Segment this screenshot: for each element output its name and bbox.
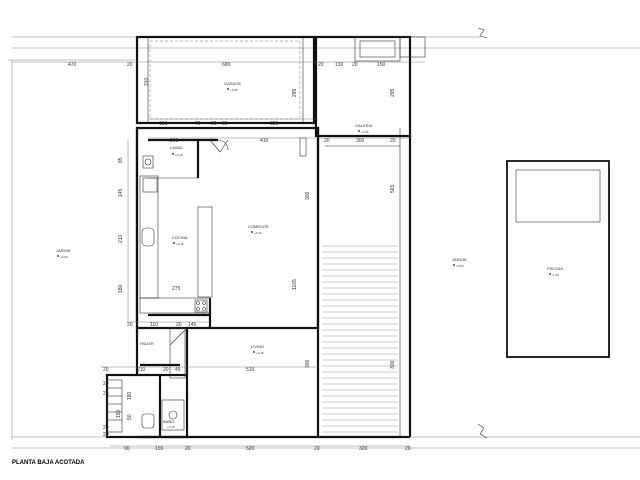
dim-190: 190 — [159, 121, 168, 127]
dim-20c: 20 — [352, 62, 358, 68]
level-cocina: +0.15 — [176, 242, 184, 246]
level-jardin-left: +0.00 — [60, 255, 68, 259]
dim-90: 90 — [124, 446, 130, 452]
level-garage: +0.00 — [230, 88, 238, 92]
dim-680: 680 — [222, 62, 231, 68]
dim-520: 520 — [246, 446, 255, 452]
dimension-lines — [12, 61, 425, 447]
dim-20b: 20 — [318, 62, 324, 68]
dim-130: 130 — [335, 62, 344, 68]
room-label-jardin-right: JARDIN — [452, 257, 467, 262]
dim-b-20: 20 — [163, 367, 169, 373]
dim-70: 70 — [195, 121, 201, 127]
room-label-garage: GARAGE — [224, 81, 241, 86]
room-label-living: LIVING — [251, 344, 264, 349]
drawing-title: PLANTA BAJA ACOTADA — [12, 460, 85, 466]
dim-l-20c: 20 — [103, 432, 109, 438]
level-living: +0.15 — [256, 351, 264, 355]
dim-b-180: 180 — [127, 391, 133, 400]
bath-fixtures — [141, 399, 185, 431]
level-piscina: -1.50 — [552, 273, 559, 277]
dim-b-50: 50 — [127, 414, 133, 420]
dim-20-r: 20 — [211, 121, 217, 127]
level-galeria: +0.15 — [361, 130, 369, 134]
dim-410: 410 — [260, 138, 269, 144]
dim-80: 80 — [222, 121, 228, 127]
dim-l-150: 150 — [116, 409, 122, 418]
dim-b-210: 210 — [137, 367, 146, 373]
dim-110: 110 — [150, 322, 158, 328]
dim-v-180: 180 — [118, 284, 124, 293]
dim-470: 470 — [68, 62, 77, 68]
dim-bot-20: 20 — [185, 446, 191, 452]
dim-l-20: 20 — [103, 391, 109, 397]
dim-300-top: 300 — [356, 138, 365, 144]
dim-bot-20c: 20 — [405, 446, 411, 452]
dim-k-20: 20 — [127, 322, 133, 328]
level-lavadero: +0.15 — [175, 153, 183, 157]
dim-320: 320 — [359, 446, 368, 452]
dim-20-r2: 20 — [324, 138, 330, 144]
level-markers — [57, 88, 551, 353]
dim-v-300: 300 — [305, 191, 311, 200]
dim-b-20b: 20 — [103, 367, 109, 373]
dim-20a: 20 — [127, 62, 133, 68]
dim-v-300b: 300 — [305, 359, 311, 368]
room-label-cocina: COCINA — [172, 235, 188, 240]
room-label-piscina: PISCINA — [547, 266, 563, 271]
dim-v-210: 210 — [118, 234, 124, 243]
dim-v-565: 565 — [390, 184, 396, 193]
dim-150: 150 — [377, 62, 386, 68]
break-symbol-bottom — [477, 423, 488, 439]
room-label-galeria: GALERIA — [355, 123, 373, 128]
room-label-escalera: PALIER — [140, 341, 154, 346]
dim-v-310: 310 — [144, 77, 150, 86]
room-label-jardin-left: JARDIN — [56, 248, 71, 253]
dim-k-20b: 20 — [176, 322, 182, 328]
dim-510: 510 — [246, 367, 255, 373]
room-label-lavadero: LAVAD. — [170, 145, 184, 150]
pool — [506, 160, 610, 358]
level-comedor: +0.15 — [254, 231, 262, 235]
level-bano: +0.15 — [167, 425, 175, 429]
dim-b-45: 45 — [175, 367, 181, 373]
room-label-comedor: COMEDOR — [248, 224, 269, 229]
doors — [209, 137, 307, 157]
dim-275: 275 — [172, 286, 181, 292]
dim-265: 265 — [170, 138, 179, 144]
stairs — [106, 327, 186, 433]
dim-v-295b: 295 — [390, 88, 396, 97]
dim-145: 145 — [188, 322, 197, 328]
dim-bot-20b: 20 — [314, 446, 320, 452]
dim-v-85: 85 — [118, 157, 124, 163]
dim-v-1165: 1165 — [292, 279, 298, 290]
dim-155: 155 — [155, 446, 164, 452]
galeria-deck — [322, 245, 398, 433]
building-walls — [105, 35, 426, 439]
break-symbol-top — [477, 27, 488, 39]
level-jardin-right: +0.00 — [456, 264, 464, 268]
garage-parking-zone — [149, 40, 301, 120]
dim-b-20c: 20 — [103, 381, 109, 387]
dim-v-295: 295 — [292, 88, 298, 97]
room-label-bano: BAÑO — [163, 419, 174, 424]
dim-325: 325 — [270, 121, 279, 127]
kitchen-fixtures — [139, 155, 213, 314]
dim-20-r3: 20 — [390, 138, 396, 144]
dim-v-300c: 300 — [390, 360, 396, 369]
dim-v-145: 145 — [118, 188, 124, 197]
dim-l-20b: 20 — [103, 425, 109, 431]
